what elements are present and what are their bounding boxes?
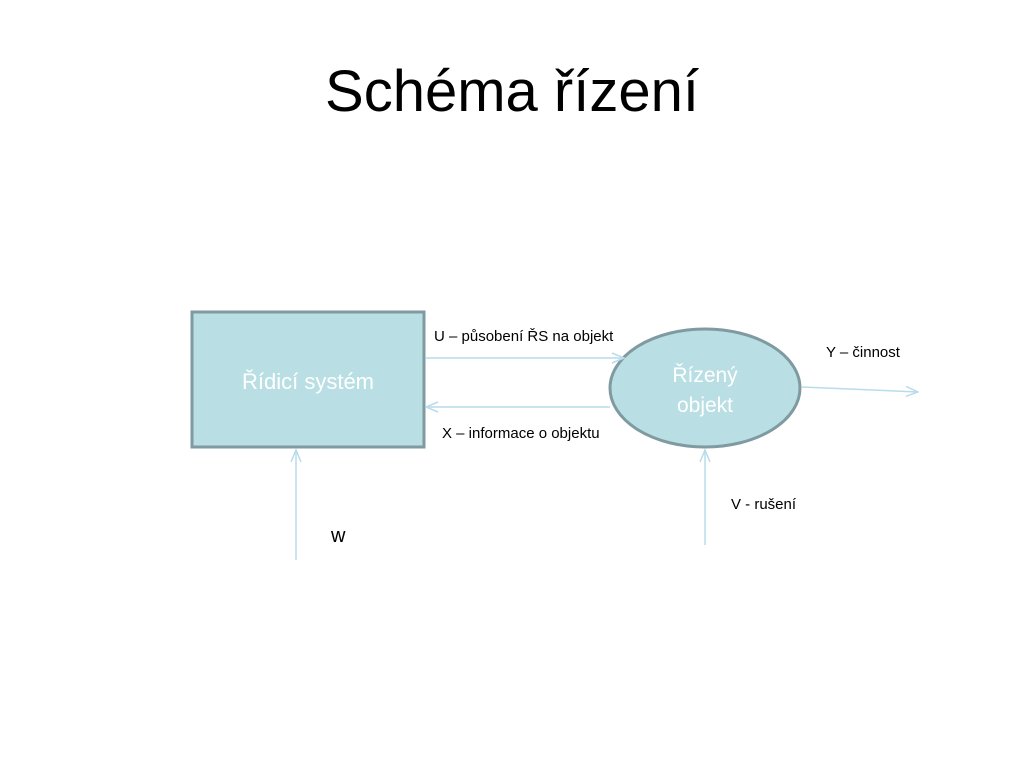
controlled-object-ellipse bbox=[608, 327, 802, 449]
controlled-object-label-line-1: Řízený bbox=[672, 364, 738, 387]
label-y: Y – činnost bbox=[826, 344, 901, 361]
label-u: U – působení ŘS na objekt bbox=[434, 328, 614, 345]
control-system-box bbox=[190, 310, 426, 449]
slide-title: Schéma řízení bbox=[325, 59, 699, 124]
arrow-y bbox=[801, 387, 918, 392]
controlled-object-label-line-2: objekt bbox=[677, 394, 733, 417]
label-v: V - rušení bbox=[731, 496, 797, 513]
control-system-label: Řídicí systém bbox=[242, 369, 374, 394]
label-w: w bbox=[330, 525, 346, 547]
label-x: X – informace o objektu bbox=[442, 425, 600, 442]
